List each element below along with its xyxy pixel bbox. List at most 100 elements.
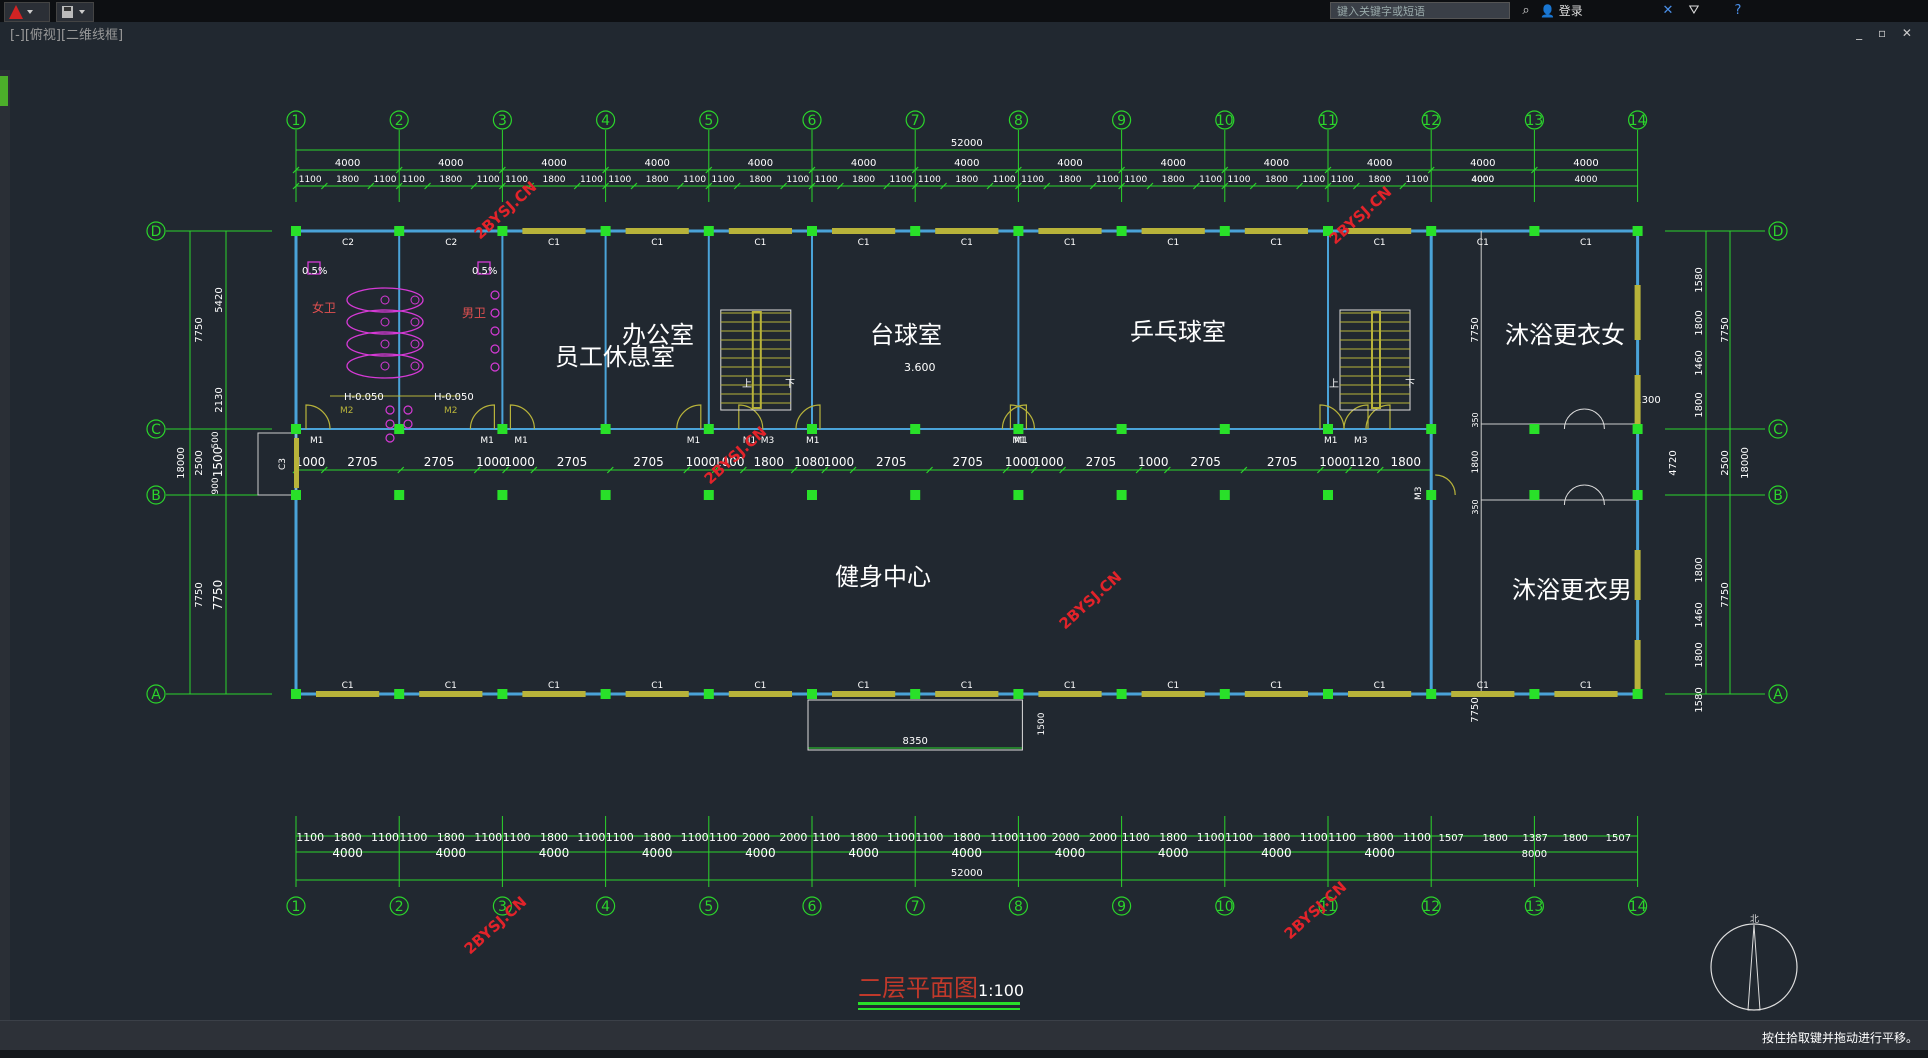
connect-icon[interactable]: ⛛ xyxy=(1688,3,1700,18)
window-label-south: C1 xyxy=(1580,681,1592,691)
dim-corridor-label: 1000 xyxy=(295,455,326,469)
column-B xyxy=(1529,490,1540,500)
autocad-app-button[interactable] xyxy=(4,2,50,22)
dim-tick xyxy=(292,182,300,190)
column-C xyxy=(1529,424,1540,434)
dim-tick xyxy=(320,182,328,190)
dim-bay-top-label: 4000 xyxy=(1264,158,1289,169)
dim-corridor-label: 1000 xyxy=(1005,455,1036,469)
axis-number-7: 7 xyxy=(911,113,920,129)
dim-sub-bot-label: 1100 xyxy=(606,831,634,844)
dim-tick xyxy=(1352,182,1360,190)
window-label-south: C1 xyxy=(1167,681,1179,691)
binoculars-icon[interactable]: ⌕ xyxy=(1522,3,1530,18)
axis-letter-r-C: C xyxy=(1773,422,1783,438)
dim-corridor-label: 1000 xyxy=(824,455,855,469)
dim-tick xyxy=(883,182,891,190)
axis-bubble-6 xyxy=(802,110,822,130)
dim-right-top: 1800 xyxy=(1694,310,1705,335)
dim-sub-top-label: 1800 xyxy=(543,175,566,185)
door-label-m2b: M2 xyxy=(444,406,458,416)
room-labels: 员工休息室 办公室 台球室 乒乓球室 沐浴更衣女 健身中心 沐浴更衣男 女卫 男… xyxy=(302,266,1632,604)
dim-bay-top-label: 4000 xyxy=(1573,158,1598,169)
help-icon[interactable]: ? xyxy=(1734,3,1742,18)
dim-gap-7750: 7750 xyxy=(1470,317,1481,342)
dim-tick xyxy=(926,466,933,474)
dim-bay-top-label: 4000 xyxy=(1160,158,1185,169)
window-c1-north xyxy=(1141,228,1205,234)
login-button[interactable]: 👤 登录 xyxy=(1540,2,1680,20)
viewport-controls[interactable]: [-][俯视][二维线框] xyxy=(10,28,124,43)
axis-number-bot-14: 14 xyxy=(1629,899,1647,915)
column-B xyxy=(1323,490,1333,500)
dim-tick xyxy=(1163,466,1171,474)
column-C xyxy=(1116,424,1127,434)
urinal xyxy=(490,326,500,336)
axis-number-11: 11 xyxy=(1319,113,1337,129)
window-c1-south xyxy=(419,691,483,697)
stair-up-left: 上 xyxy=(742,378,752,390)
exchange-icon[interactable]: ✕ xyxy=(1662,3,1674,18)
window-east xyxy=(1634,375,1641,425)
column-D xyxy=(1219,226,1230,236)
window-label-north: C1 xyxy=(1167,238,1179,248)
dim-tick xyxy=(397,466,405,474)
axis-number-bot-9: 9 xyxy=(1117,899,1126,915)
window-label-south: C1 xyxy=(858,681,870,691)
dim-bay-top-label: 4000 xyxy=(644,158,669,169)
north-arrow: 北 xyxy=(1710,914,1798,1011)
dim-bay-bot-label: 4000 xyxy=(1261,846,1292,860)
column-D xyxy=(1116,226,1127,236)
stair-rail xyxy=(1371,311,1381,409)
axis-number-bot-4: 4 xyxy=(601,899,610,915)
dim-bay-bot-label: 4000 xyxy=(848,846,879,860)
dim-left-7750b: 7750 xyxy=(194,582,205,607)
window-controls[interactable]: _ ▫ ✕ xyxy=(1856,26,1918,40)
slope-right: 0.5% xyxy=(472,266,497,277)
axis-number-1: 1 xyxy=(292,113,301,129)
dim-sub-bot-label: 1100 xyxy=(1019,831,1047,844)
dim-bay-top-label: 4000 xyxy=(541,158,566,169)
window-label-south: C1 xyxy=(1374,681,1386,691)
window-c1-south xyxy=(935,691,999,697)
axis-number-bot-3: 3 xyxy=(498,899,507,915)
axis-bubble-10 xyxy=(1215,110,1235,130)
column-C xyxy=(1219,424,1230,434)
column-A xyxy=(1219,689,1230,699)
dim-tick xyxy=(1059,466,1067,474)
quick-access-toolbar[interactable] xyxy=(56,2,94,22)
dim-bot-right-label: 1507 xyxy=(1606,833,1631,844)
axis-bubble-11 xyxy=(1318,110,1338,130)
toilet-bowl xyxy=(380,317,390,327)
column-B xyxy=(910,490,921,500)
drawing-scale: 1:100 xyxy=(978,981,1024,1000)
axis-bubble-bot-2 xyxy=(389,896,409,916)
dim-tick xyxy=(808,166,816,174)
dim-tick xyxy=(733,182,741,190)
axis-number-14: 14 xyxy=(1629,113,1647,129)
dim-tick xyxy=(1221,166,1229,174)
dim-sub-top-label: 1100 xyxy=(477,175,500,185)
shower-door xyxy=(1563,484,1585,506)
dim-sub-top-label: 1100 xyxy=(918,175,941,185)
column-C xyxy=(600,424,611,434)
dim-sub-top-label: 4000 xyxy=(1471,175,1494,185)
axis-letter-r-D: D xyxy=(1773,224,1784,240)
login-label: 登录 xyxy=(1558,4,1583,18)
dim-corridor-label: 1000 xyxy=(1033,455,1064,469)
dim-bay-top-label: 4000 xyxy=(954,158,979,169)
dim-tick xyxy=(911,182,919,190)
dim-tick xyxy=(1089,182,1097,190)
axis-number-bot-6: 6 xyxy=(808,899,817,915)
dim-left-500: 500 xyxy=(211,431,221,448)
dim-tick xyxy=(502,466,509,474)
column-D xyxy=(1529,226,1540,236)
search-input[interactable]: 键入关键字或短语 xyxy=(1330,2,1510,19)
door-label-m1: M1 xyxy=(743,436,757,446)
dim-tick xyxy=(1240,466,1248,474)
column-A xyxy=(1323,689,1333,699)
axis-bubble-A xyxy=(146,684,166,704)
dim-tick xyxy=(1192,182,1200,190)
axis-letter-r-B: B xyxy=(1773,488,1783,504)
